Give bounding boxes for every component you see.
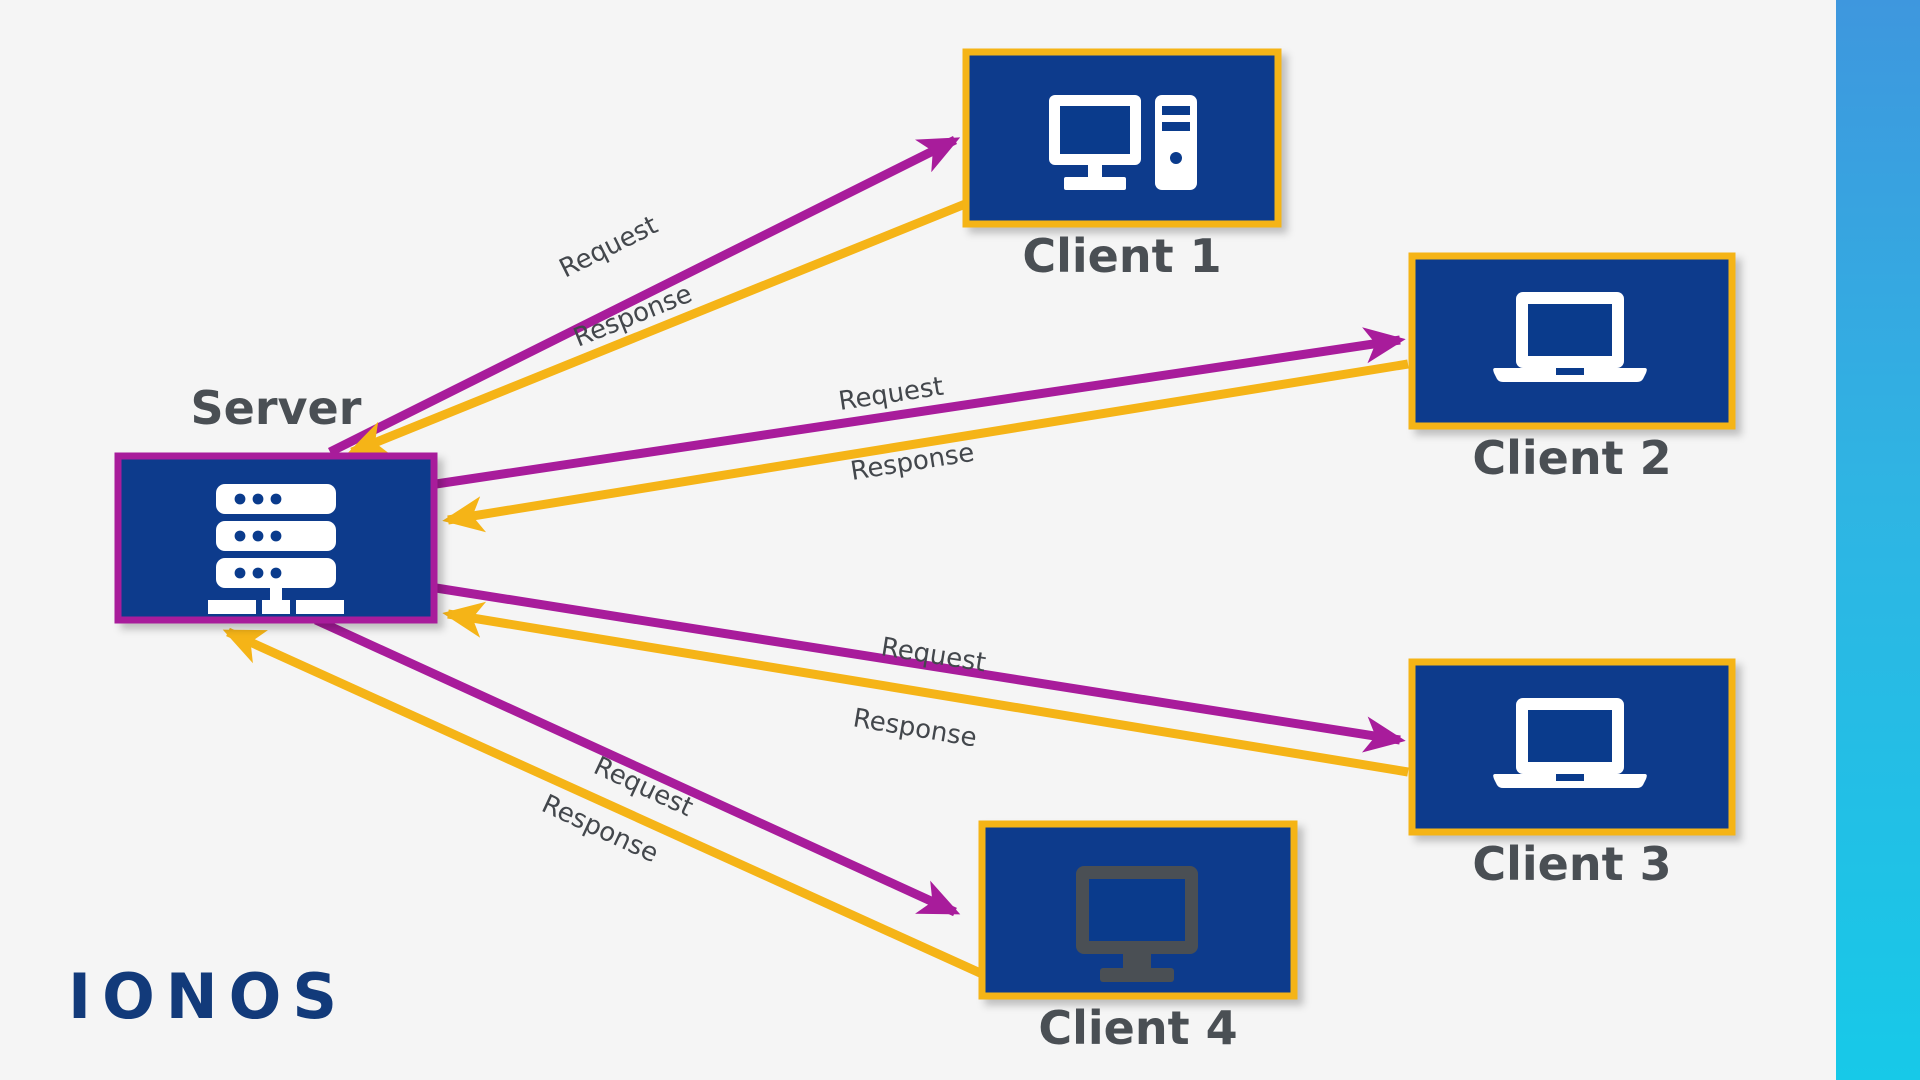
edge-client2-server-response [442, 359, 1409, 533]
client3-label: Client 3 [1472, 837, 1671, 891]
edge-client3-server-response [442, 601, 1409, 777]
accent-gradient-strip [1836, 0, 1920, 1080]
client1-label: Client 1 [1022, 229, 1221, 283]
laptop-icon [1493, 292, 1647, 382]
monitor-icon [1076, 866, 1198, 982]
edge-server-client2-request [435, 327, 1406, 489]
node-client3[interactable]: Client 3 [1408, 658, 1736, 891]
desktop-computer-icon [1049, 95, 1197, 190]
edge-client1-server-response [346, 191, 987, 457]
edge-server-client3-request [435, 583, 1406, 753]
laptop-icon [1493, 698, 1647, 788]
node-client4[interactable]: Client 4 [978, 820, 1298, 1055]
edge-client4-server-response [222, 627, 1002, 987]
server-rack-icon [208, 484, 344, 614]
client4-label: Client 4 [1038, 1001, 1237, 1055]
node-client1[interactable]: Client 1 [962, 48, 1282, 283]
ionos-logo: IONOS [68, 960, 348, 1033]
node-client2[interactable]: Client 2 [1408, 252, 1736, 485]
node-server[interactable]: Server [114, 381, 438, 624]
client2-label: Client 2 [1472, 431, 1671, 485]
edge-server-client1-request [327, 135, 961, 457]
server-label: Server [191, 381, 362, 435]
client1-box[interactable] [962, 48, 1282, 228]
edge-server-client4-request [314, 615, 961, 917]
